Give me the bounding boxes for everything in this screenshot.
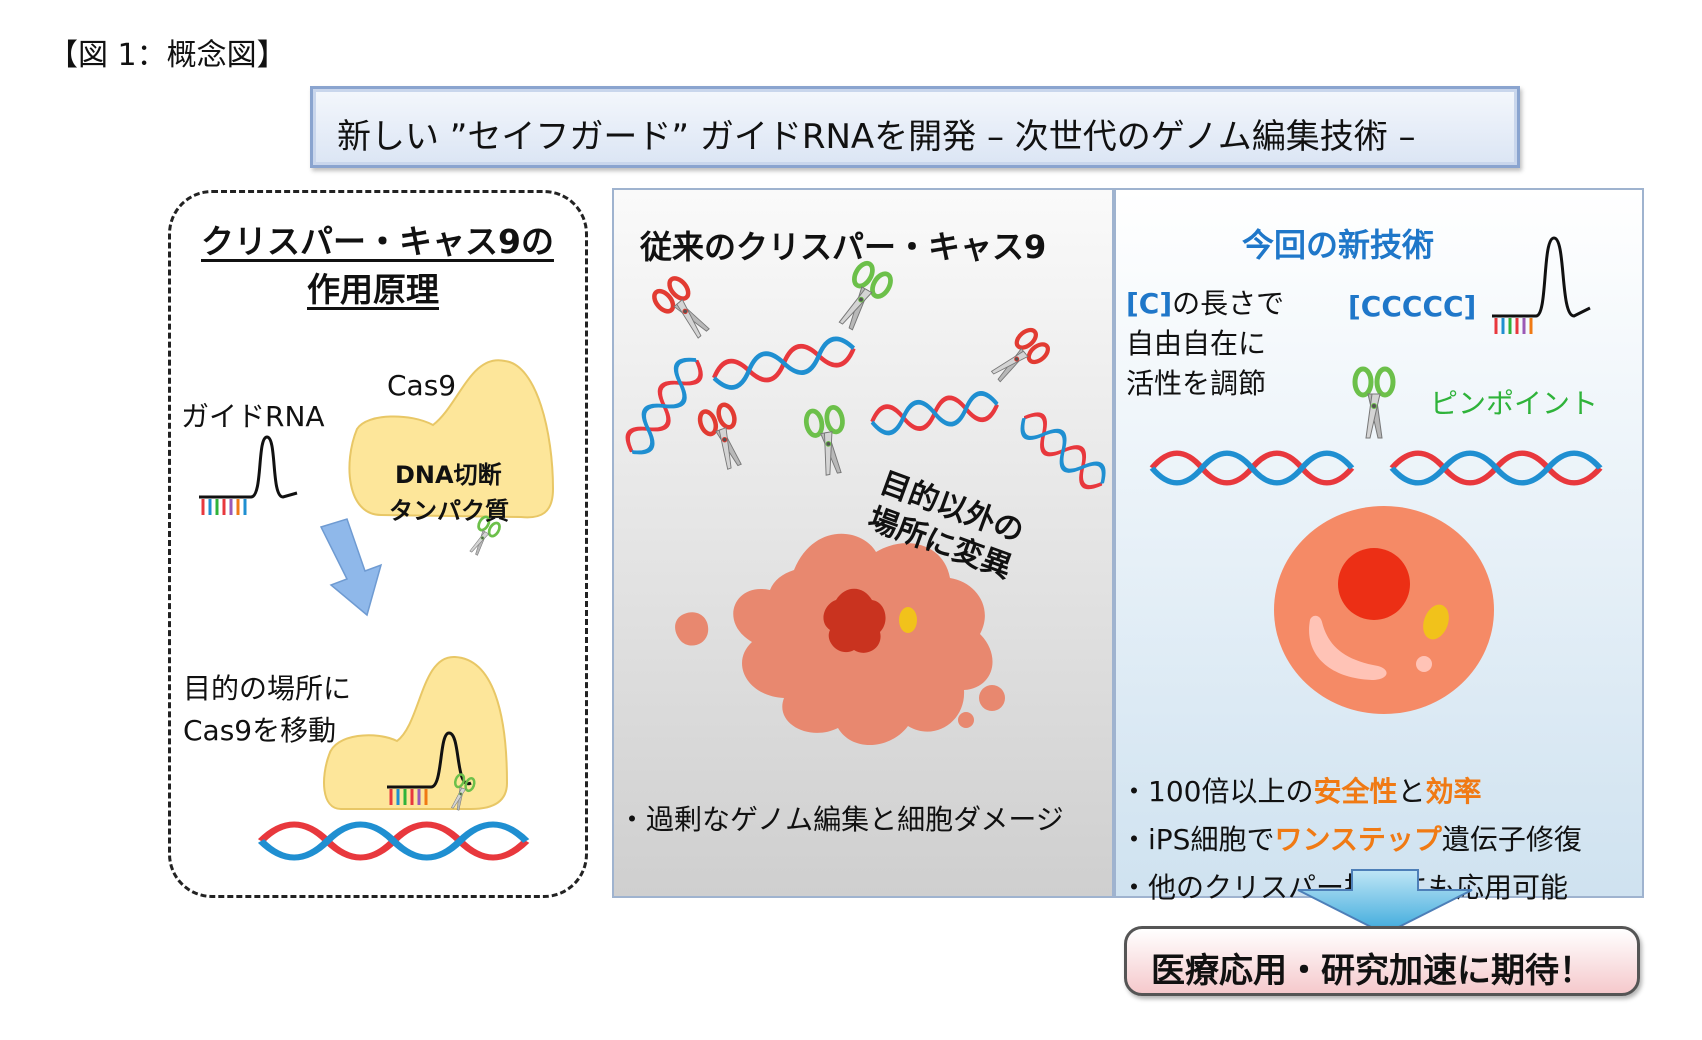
move-text-line1: 目的の場所に (183, 672, 352, 705)
bullet1-highlight-efficiency: 効率 (1425, 775, 1482, 808)
bullet1-prefix: ・100倍以上の (1120, 775, 1314, 808)
dna-fragment (1016, 408, 1111, 494)
figure-label: 【図 1：概念図】 (48, 38, 287, 73)
conventional-heading: 従来のクリスパー・キャス9 (640, 228, 1047, 266)
dna-fragment (870, 391, 999, 435)
dna-fragment (711, 335, 856, 391)
pinpoint-label: ピンポイント (1430, 387, 1599, 420)
expectation-arrow-icon (1297, 869, 1473, 936)
new-bullet-2: ・iPS細胞でワンステップ遺伝子修復 (1120, 818, 1582, 858)
protein-text-line1: DNA切断 (395, 461, 502, 489)
bound-dna-helix (261, 825, 526, 858)
scissor-green-icon (830, 260, 894, 335)
c-length-line1: [C]の長さで (1126, 282, 1284, 322)
c-length-rest: の長さで (1172, 287, 1285, 320)
conventional-illustration (614, 190, 1116, 746)
scissor-green-icon (804, 406, 851, 477)
conventional-bullet: ・過剰なゲノム編集と細胞ダメージ (618, 803, 1064, 836)
protein-text-line2: タンパク質 (389, 497, 509, 525)
conventional-panel: 従来のクリスパー・キャス9 目的以外の 場所に変異 ・過剰なゲノム編集と細胞ダメ… (612, 188, 1114, 898)
principle-heading-line1: クリスパー・キャス9の (201, 222, 554, 261)
principle-heading-line2: 作用原理 (307, 270, 439, 309)
move-text-line2: Cas9を移動 (183, 714, 337, 747)
title-banner: 新しい ”セイフガード” ガイドRNAを開発 – 次世代のゲノム編集技術 – (310, 86, 1520, 168)
cas9-label: Cas9 (387, 369, 457, 402)
scissor-red-icon (985, 327, 1051, 389)
cccc-label: [CCCCC] (1348, 290, 1477, 323)
new-tech-panel: 今回の新技術 [C]の長さで 自由自在に 活性を調節 [CCCCC] ピンポイン… (1114, 188, 1646, 904)
arrow-down-icon (319, 518, 383, 617)
cas9-protein-shape (348, 359, 555, 519)
title-text: 新しい ”セイフガード” ガイドRNAを開発 – 次世代のゲノム編集技術 – (337, 117, 1416, 157)
bullet2-highlight-onestep: ワンステップ (1274, 823, 1442, 856)
pinpoint-scissor-icon (1355, 369, 1393, 438)
bullet2-prefix: ・iPS細胞で (1120, 823, 1275, 856)
scissor-red-icon (651, 275, 717, 345)
new-bullet-1: ・100倍以上の安全性と効率 (1120, 770, 1482, 810)
bullet2-suffix: 遺伝子修復 (1441, 823, 1582, 856)
bullet1-mid: と (1397, 775, 1426, 808)
safeguard-guide-rna-icon (1492, 236, 1591, 334)
c-length-line3: 活性を調節 (1126, 367, 1267, 400)
guide-rna-icon (199, 435, 298, 515)
expectation-banner: 医療応用・研究加速に期待！ (1124, 926, 1640, 996)
c-length-bracket: [C] (1126, 287, 1173, 320)
new-tech-illustration (1116, 236, 1646, 714)
principle-illustration (199, 359, 555, 901)
new-tech-heading: 今回の新技術 (1242, 226, 1435, 264)
bullet1-highlight-safety: 安全性 (1313, 775, 1398, 808)
scissor-red-icon (697, 403, 750, 473)
dna-helix-left (1152, 453, 1352, 483)
expectation-text: 医療応用・研究加速に期待！ (1151, 951, 1593, 991)
c-length-line2: 自由自在に (1126, 327, 1267, 360)
dna-fragment (621, 353, 707, 460)
guide-rna-label: ガイドRNA (181, 400, 325, 433)
principle-panel: クリスパー・キャス9の 作用原理 ガイドRNA Cas9 (168, 190, 588, 898)
dna-helix-right (1392, 453, 1600, 483)
